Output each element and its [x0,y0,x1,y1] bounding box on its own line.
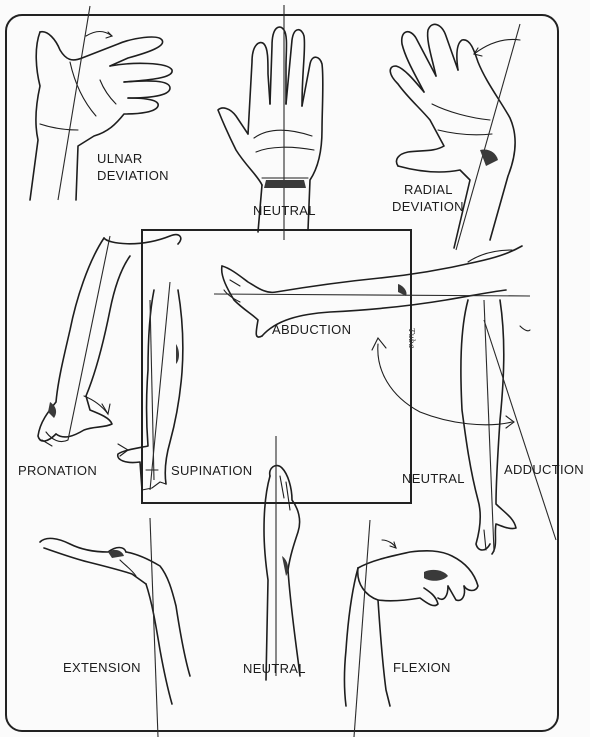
label-neutral-mid: NEUTRAL [402,471,465,486]
label-radial-deviation-line1: RADIAL [404,182,453,197]
label-neutral-bottom: NEUTRAL [243,661,306,676]
label-radial-deviation: RADIAL DEVIATION [392,181,464,215]
label-ulnar-deviation-line1: ULNAR [97,151,143,166]
supination-arm [117,281,184,491]
outer-frame [5,14,559,732]
label-extension: EXTENSION [63,660,141,675]
artist-signature: Tuba [407,328,416,349]
neutral-hand-top [217,5,324,240]
ulnar-deviation-hand [29,5,173,201]
label-abduction: ABDUCTION [272,322,352,337]
label-ulnar-deviation-line2: DEVIATION [97,168,169,183]
label-ulnar-deviation: ULNAR DEVIATION [97,150,169,184]
neutral-hand-bottom [263,436,301,681]
label-flexion: FLEXION [393,660,451,675]
label-supination: SUPINATION [171,463,253,478]
adduction-arm [460,299,557,555]
flexion-hand [343,519,479,737]
abduction-arm [213,245,531,338]
radial-deviation-hand [389,23,521,251]
extension-hand [39,517,191,737]
pronation-arm [37,233,182,447]
abduction-adduction-arc [371,336,515,429]
label-adduction: ADDUCTION [504,462,584,477]
label-radial-deviation-line2: DEVIATION [392,199,464,214]
label-neutral-top: NEUTRAL [253,203,316,218]
label-pronation: PRONATION [18,463,98,478]
